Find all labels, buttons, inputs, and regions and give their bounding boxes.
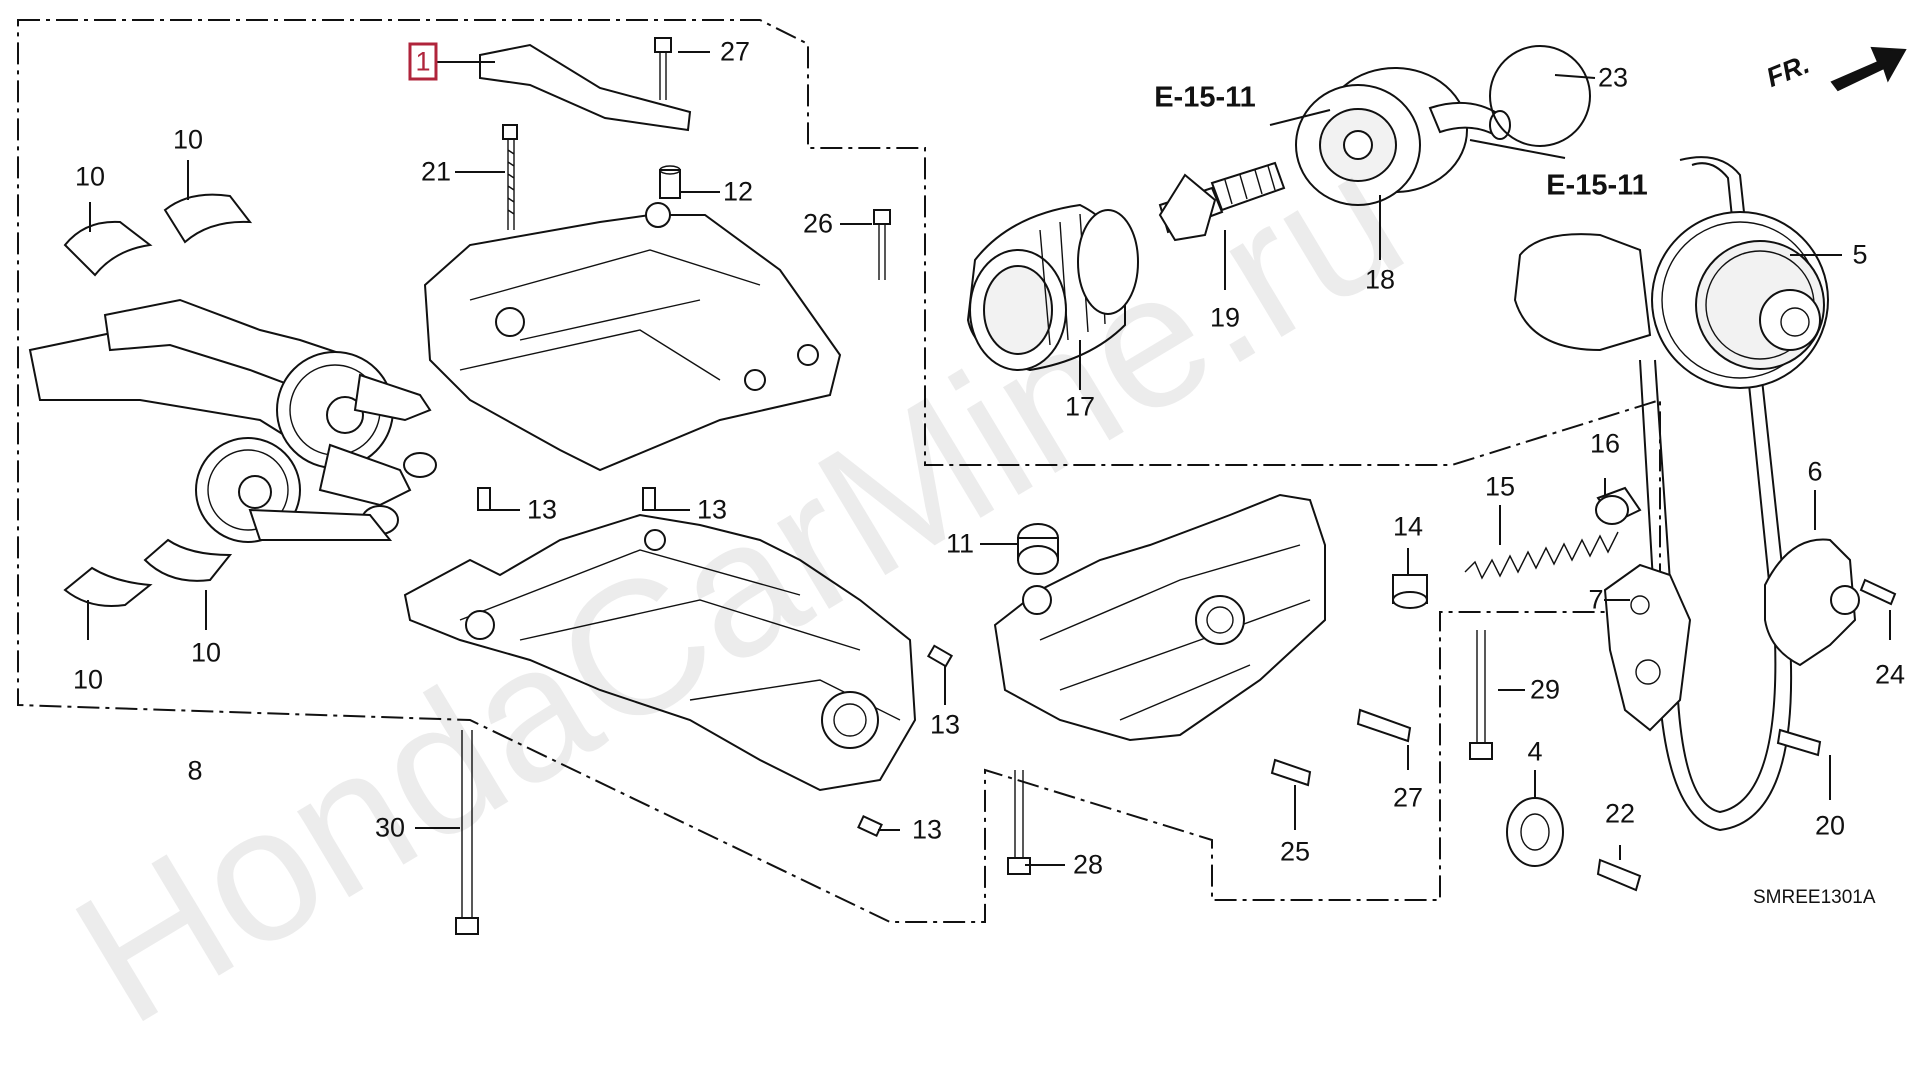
callout-4[interactable]: 4 [1527,736,1543,767]
callout-10[interactable]: 10 [72,664,104,695]
callout-10[interactable]: 10 [190,637,222,668]
chain-guide-tensioner-drawing [1603,538,1860,732]
callout-13[interactable]: 13 [911,814,943,845]
callout-14[interactable]: 14 [1392,511,1424,542]
callout-1[interactable]: 1 [408,42,438,81]
spring-plug-drawing [1464,486,1642,580]
callout-26[interactable]: 26 [802,208,834,239]
callout-10[interactable]: 10 [172,124,204,155]
callout-13[interactable]: 13 [696,494,728,525]
chain-sprocket-drawing [1513,156,1829,832]
callout-6[interactable]: 6 [1807,456,1823,487]
upper-housing-drawing [423,43,842,472]
bearing-shells-drawing [63,193,253,607]
callout-20[interactable]: 20 [1814,810,1846,841]
callout-27[interactable]: 27 [719,36,751,67]
callout-22[interactable]: 22 [1604,798,1636,829]
bolt-drawings-lower [455,578,1897,935]
callout-8[interactable]: 8 [187,755,203,786]
callout-15[interactable]: 15 [1484,471,1516,502]
callout-13[interactable]: 13 [929,709,961,740]
oil-filter-drawing [966,203,1139,372]
parts-diagram: HondaCarMine.ru 1 27 23 10 10 21 12 26 1… [17,19,1907,1064]
callout-11[interactable]: 11 [945,528,975,559]
callout-21[interactable]: 21 [420,156,452,187]
callout-28[interactable]: 28 [1072,849,1104,880]
callout-5[interactable]: 5 [1852,239,1868,270]
callout-29[interactable]: 29 [1529,674,1561,705]
front-arrow-icon [1830,46,1907,92]
lower-housing-drawing [403,487,917,792]
bolt-drawings-upper [502,37,891,280]
callout-7[interactable]: 7 [1588,584,1604,615]
callout-19[interactable]: 19 [1209,302,1241,333]
leader-lines [87,51,1891,866]
callout-13[interactable]: 13 [526,494,558,525]
callout-18[interactable]: 18 [1364,264,1396,295]
o-ring-drawing [1489,45,1591,147]
callout-23[interactable]: 23 [1597,62,1629,93]
balancer-shafts-drawing [28,298,437,543]
callout-30[interactable]: 30 [374,812,406,843]
callout-24[interactable]: 24 [1874,659,1906,690]
oil-pump-body-drawing [993,493,1428,742]
drive-gear-drawing [1506,797,1564,867]
oil-cooler-drawing [1295,67,1511,206]
callout-25[interactable]: 25 [1279,836,1311,867]
callout-17[interactable]: 17 [1064,391,1096,422]
union-bolt-drawing [1158,161,1286,242]
diagram-drawing [17,19,1907,935]
assembly-boundary [17,19,1661,923]
reference-link-e-15-11[interactable]: E-15-11 [1154,81,1256,114]
callout-16[interactable]: 16 [1589,428,1621,459]
reference-link-e-15-11[interactable]: E-15-11 [1546,169,1648,202]
callout-12[interactable]: 12 [722,176,754,207]
callout-27[interactable]: 27 [1392,782,1424,813]
callout-10[interactable]: 10 [74,161,106,192]
diagram-code: SMREE1301A [1753,887,1876,908]
